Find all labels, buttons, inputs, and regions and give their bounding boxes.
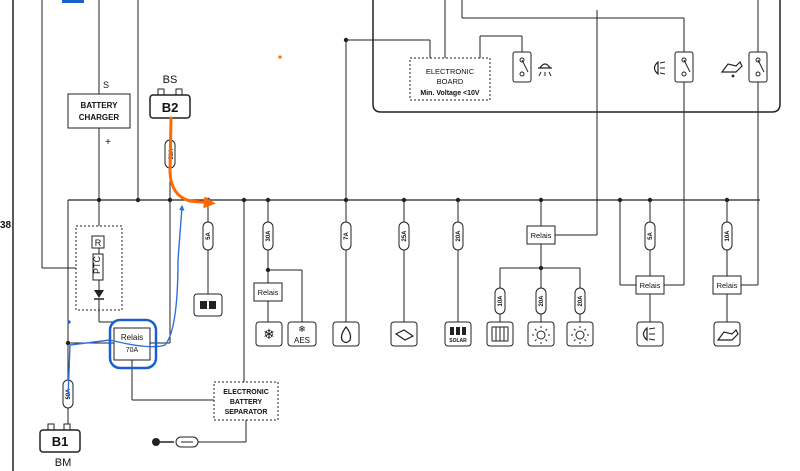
fridge-relay: Relais <box>253 282 283 302</box>
svg-text:SOLAR: SOLAR <box>449 338 467 344</box>
step-icon <box>390 321 418 347</box>
solar-icon: SOLAR <box>444 321 472 347</box>
svg-text:20A: 20A <box>578 295 584 307</box>
svg-text:25A: 25A <box>402 230 408 242</box>
front-light-icon <box>653 60 666 76</box>
fuse-8: 20A <box>574 287 586 315</box>
svg-text:BATTERY: BATTERY <box>81 101 119 110</box>
svg-text:10A: 10A <box>725 230 731 242</box>
bm-label: BM <box>55 457 72 469</box>
fuse-7: 20A <box>535 287 547 315</box>
top-tab-mark <box>62 0 84 3</box>
svg-text:SEPARATOR: SEPARATOR <box>225 409 268 416</box>
fuse-4: 25A <box>398 221 410 251</box>
water-pump-icon <box>720 60 743 78</box>
orange-current-arrow <box>168 116 216 209</box>
svg-text:5A: 5A <box>206 231 212 239</box>
svg-text:❄: ❄ <box>263 326 275 342</box>
svg-text:Relais: Relais <box>640 281 661 290</box>
svg-text:Relais: Relais <box>121 333 143 342</box>
lamp-icon <box>538 63 552 77</box>
svg-text:R: R <box>95 238 102 248</box>
blue-highlight-circle <box>108 318 158 370</box>
lights-relay: Relais <box>526 225 556 245</box>
fridge-icon: ❄ <box>255 321 283 347</box>
svg-text:B2: B2 <box>162 100 179 115</box>
front-light-output-icon <box>636 321 664 347</box>
bs-label: BS <box>163 74 178 86</box>
water-pump-switch <box>748 51 768 83</box>
svg-text:20A: 20A <box>539 295 545 307</box>
battery-b1: B1 <box>39 423 81 453</box>
svg-text:CHARGER: CHARGER <box>79 113 120 122</box>
svg-text:50A: 50A <box>169 148 175 160</box>
ignition-key-icon <box>152 436 199 448</box>
ptc-module: R PTC <box>75 225 123 311</box>
svg-text:BATTERY: BATTERY <box>230 399 263 406</box>
control-panel-outline <box>372 0 781 113</box>
water-pump-output-icon <box>713 321 741 347</box>
fuse-5: 20A <box>452 221 464 251</box>
charger-plus-label: + <box>105 137 111 148</box>
svg-text:ELECTRONIC: ELECTRONIC <box>223 389 269 396</box>
fuse-1: 5A <box>202 221 214 251</box>
svg-text:❄: ❄ <box>298 324 306 334</box>
radiator-icon <box>486 321 514 347</box>
svg-text:30A: 30A <box>266 230 272 242</box>
fuse-2: 30A <box>262 221 274 251</box>
stray-dot <box>67 320 71 324</box>
interior-light-icon-1 <box>527 321 555 347</box>
blue-current-arrow <box>67 204 185 399</box>
battery-b2: B2 <box>149 88 191 119</box>
stray-dot <box>278 55 282 59</box>
fuse-10: 10A <box>721 221 733 251</box>
side-mark: 38 <box>0 220 12 231</box>
charger-s-label: S <box>103 80 109 90</box>
lamp-switch <box>512 51 532 83</box>
interior-light-icon-2 <box>566 321 594 347</box>
fuse-6: 10A <box>494 287 506 315</box>
svg-text:70A: 70A <box>126 347 139 354</box>
front-light-relay: Relais <box>635 275 665 295</box>
svg-text:PTC: PTC <box>92 255 102 274</box>
svg-text:B1: B1 <box>52 434 69 449</box>
svg-text:Relais: Relais <box>258 288 279 297</box>
aes-fridge-icon: ❄ AES <box>287 321 317 347</box>
electronic-battery-separator: ELECTRONIC BATTERY SEPARATOR <box>213 381 279 421</box>
svg-text:BOARD: BOARD <box>437 77 464 86</box>
flame-icon <box>332 321 360 347</box>
svg-text:Relais: Relais <box>531 231 552 240</box>
electronic-board-box: ELECTRONIC BOARD Min. Voltage <10V <box>409 57 491 101</box>
light-switch <box>674 51 694 83</box>
battery-icon <box>193 293 223 317</box>
battery-charger-box: BATTERY CHARGER <box>67 93 131 129</box>
svg-text:10A: 10A <box>498 295 504 307</box>
svg-text:50A: 50A <box>66 388 72 400</box>
fuse-9: 5A <box>644 221 656 251</box>
fuse-3: 7A <box>340 221 352 251</box>
svg-text:AES: AES <box>294 336 310 345</box>
svg-text:7A: 7A <box>344 231 350 239</box>
water-pump-relay: Relais <box>712 275 742 295</box>
svg-text:20A: 20A <box>456 230 462 242</box>
svg-text:5A: 5A <box>648 231 654 239</box>
svg-text:ELECTRONIC: ELECTRONIC <box>426 67 475 76</box>
svg-text:Relais: Relais <box>717 281 738 290</box>
svg-text:Min. Voltage <10V: Min. Voltage <10V <box>420 90 480 97</box>
